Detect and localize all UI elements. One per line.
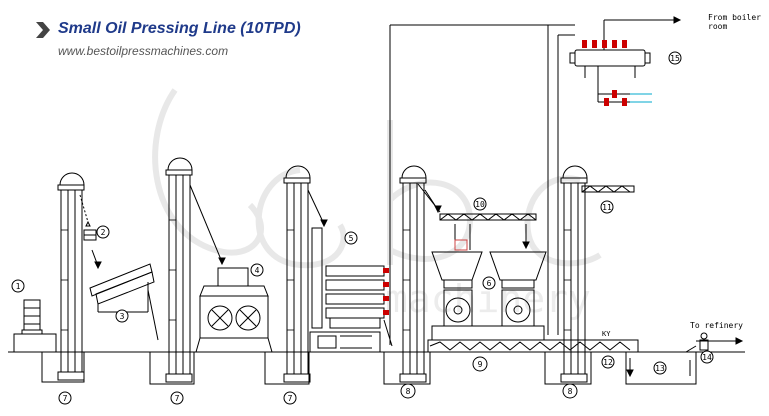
number-label: 5: [349, 234, 354, 243]
equipment-3-screen: [89, 249, 159, 341]
number-label: 14: [702, 353, 712, 362]
steam-pipes: [389, 24, 575, 345]
number-label: 4: [255, 266, 260, 275]
equipment-14-pump: [685, 332, 744, 353]
number-label: 15: [670, 54, 680, 63]
number-label: 7: [63, 394, 68, 403]
steam-valves: [582, 40, 627, 106]
pit: [41, 351, 697, 385]
equipment-number-circles: [11, 51, 714, 405]
website-url[interactable]: www.bestoilpressmachines.com: [58, 44, 229, 58]
number-label: 6: [487, 279, 492, 288]
number-label: 8: [568, 387, 573, 396]
equipment-number-labels: 1 2 3 4 5 6 7 7 7 8 8 9 10 11 12 13 14 1…: [16, 54, 712, 403]
number-label: 7: [288, 394, 293, 403]
equipment-10-conveyor: [417, 183, 537, 221]
from-boiler-label: From boiler: [708, 13, 761, 22]
watermark-logo: [152, 88, 602, 269]
equipment-2-separator: [79, 194, 97, 241]
number-label: 9: [478, 360, 483, 369]
equipment-6-oil-press: [424, 189, 547, 341]
equipment-15-steam-header: [569, 16, 682, 103]
equipment-1-pump: [13, 299, 57, 353]
water-pipes: [630, 93, 652, 103]
equipment-4-roller-mill: [189, 184, 273, 353]
conveyor-tag: KY: [602, 330, 611, 338]
number-label: 12: [603, 358, 613, 367]
equipment-11-conveyor: [581, 185, 635, 193]
number-label: 11: [602, 203, 612, 212]
number-label: 2: [101, 228, 106, 237]
number-label: 1: [16, 282, 21, 291]
equipment-5-cooker: [307, 189, 393, 353]
number-label: 10: [475, 200, 485, 209]
to-refinery-label: To refinery: [690, 321, 743, 330]
number-label: 3: [120, 312, 125, 321]
equipment-9-conveyor: [427, 339, 639, 353]
bucket-elevator: [57, 157, 588, 383]
number-label: 13: [655, 364, 665, 373]
chevron-right-icon: [36, 22, 50, 38]
from-boiler-label-2: room: [708, 22, 727, 31]
number-label: 8: [406, 387, 411, 396]
cooker-steam-valves: [383, 268, 389, 315]
page-title: Small Oil Pressing Line (10TPD): [58, 20, 301, 37]
equipment-13-tank: [626, 358, 691, 378]
number-label: 7: [175, 394, 180, 403]
